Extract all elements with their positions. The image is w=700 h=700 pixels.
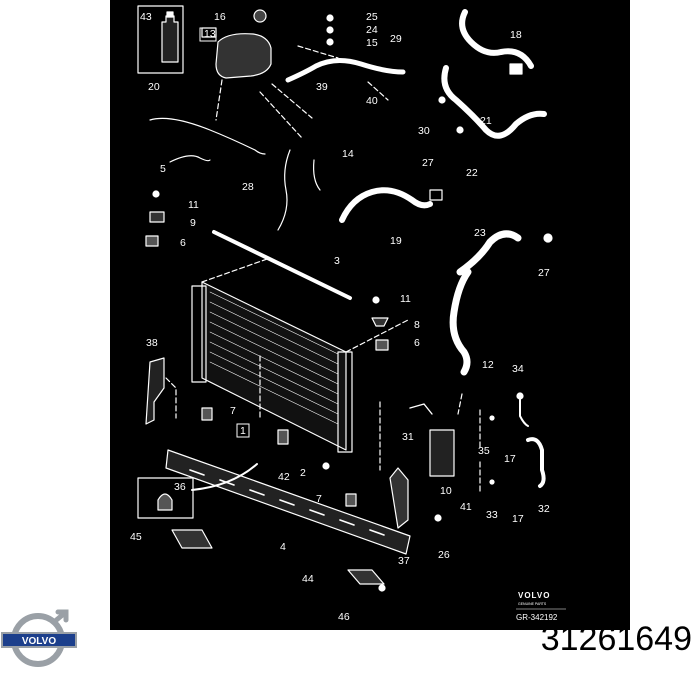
diagram-drawing: 43 16 25 24 15 29 18 13 39 40 20 21 30 2… bbox=[130, 5, 566, 623]
label-39: 39 bbox=[316, 81, 328, 93]
label-18: 18 bbox=[510, 29, 522, 41]
label-42: 42 bbox=[278, 471, 290, 483]
label-29: 29 bbox=[390, 33, 402, 45]
label-28: 28 bbox=[242, 181, 254, 193]
drawing-reference: GR-342192 bbox=[516, 613, 558, 622]
label-17b: 17 bbox=[512, 513, 524, 525]
label-5: 5 bbox=[160, 163, 166, 175]
bracket-38 bbox=[145, 357, 165, 425]
coolant-bottle-inset-frame bbox=[137, 5, 184, 74]
label-19: 19 bbox=[390, 235, 402, 247]
label-14: 14 bbox=[342, 148, 354, 160]
label-38: 38 bbox=[146, 337, 158, 349]
label-12: 12 bbox=[482, 359, 494, 371]
label-44: 44 bbox=[302, 573, 314, 585]
label-8: 8 bbox=[414, 319, 420, 331]
label-30: 30 bbox=[418, 125, 430, 137]
label-25: 25 bbox=[366, 11, 378, 23]
label-32: 32 bbox=[538, 503, 550, 515]
volvo-logo: VOLVO bbox=[0, 608, 80, 677]
label-41: 41 bbox=[460, 501, 472, 513]
label-35: 35 bbox=[478, 445, 490, 457]
label-23: 23 bbox=[474, 227, 486, 239]
coolant-bottle bbox=[161, 15, 179, 63]
diagram-brand-mark: VOLVO bbox=[518, 591, 550, 600]
label-7b: 7 bbox=[316, 493, 322, 505]
label-16: 16 bbox=[214, 11, 226, 23]
label-43: 43 bbox=[140, 11, 152, 23]
hose-29 bbox=[285, 58, 406, 83]
hose-18 bbox=[459, 9, 534, 69]
label-33: 33 bbox=[486, 509, 498, 521]
label-46: 46 bbox=[338, 611, 350, 623]
label-4: 4 bbox=[280, 541, 286, 553]
label-17: 17 bbox=[504, 453, 516, 465]
expansion-tank bbox=[215, 33, 272, 79]
lower-support-4 bbox=[165, 449, 411, 555]
clip-44 bbox=[347, 569, 385, 585]
pipe-32 bbox=[526, 437, 546, 488]
label-2: 2 bbox=[300, 467, 306, 479]
label-24: 24 bbox=[366, 24, 378, 36]
label-6: 6 bbox=[180, 237, 186, 249]
label-13: 13 bbox=[204, 28, 216, 40]
rubber-strip-3 bbox=[212, 230, 352, 300]
label-22: 22 bbox=[466, 167, 478, 179]
label-26: 26 bbox=[438, 549, 450, 561]
label-27b: 27 bbox=[538, 267, 550, 279]
label-7: 7 bbox=[230, 405, 236, 417]
clip-45 bbox=[171, 529, 213, 549]
label-10: 10 bbox=[440, 485, 452, 497]
sensor-wire-20 bbox=[149, 117, 266, 155]
parts-diagram: 43 16 25 24 15 29 18 13 39 40 20 21 30 2… bbox=[110, 0, 630, 630]
logo-text: VOLVO bbox=[22, 636, 56, 647]
label-9: 9 bbox=[190, 217, 196, 229]
label-45: 45 bbox=[130, 531, 142, 543]
label-15: 15 bbox=[366, 37, 378, 49]
label-1: 1 bbox=[240, 425, 246, 437]
label-36: 36 bbox=[174, 481, 186, 493]
inset-frame-36 bbox=[137, 477, 194, 519]
label-34: 34 bbox=[512, 363, 524, 375]
label-37: 37 bbox=[398, 555, 410, 567]
label-11: 11 bbox=[188, 199, 199, 211]
bracket-41 bbox=[389, 467, 409, 529]
volvo-logo-icon: VOLVO bbox=[1, 609, 77, 667]
label-21: 21 bbox=[480, 115, 492, 127]
label-40: 40 bbox=[366, 95, 378, 107]
hose-23 bbox=[449, 230, 522, 376]
hose-21-22 bbox=[441, 65, 547, 139]
label-31: 31 bbox=[402, 431, 414, 443]
label-27: 27 bbox=[422, 157, 434, 169]
label-3: 3 bbox=[334, 255, 340, 267]
label-11b: 11 bbox=[400, 293, 411, 305]
label-6b: 6 bbox=[414, 337, 420, 349]
diagram-brand-subtitle: GENUINE PARTS bbox=[518, 602, 547, 606]
hose-19 bbox=[339, 187, 433, 223]
label-20: 20 bbox=[148, 81, 160, 93]
radiator bbox=[201, 281, 347, 451]
part-number: 31261649 bbox=[540, 620, 692, 658]
module-10 bbox=[429, 429, 455, 477]
